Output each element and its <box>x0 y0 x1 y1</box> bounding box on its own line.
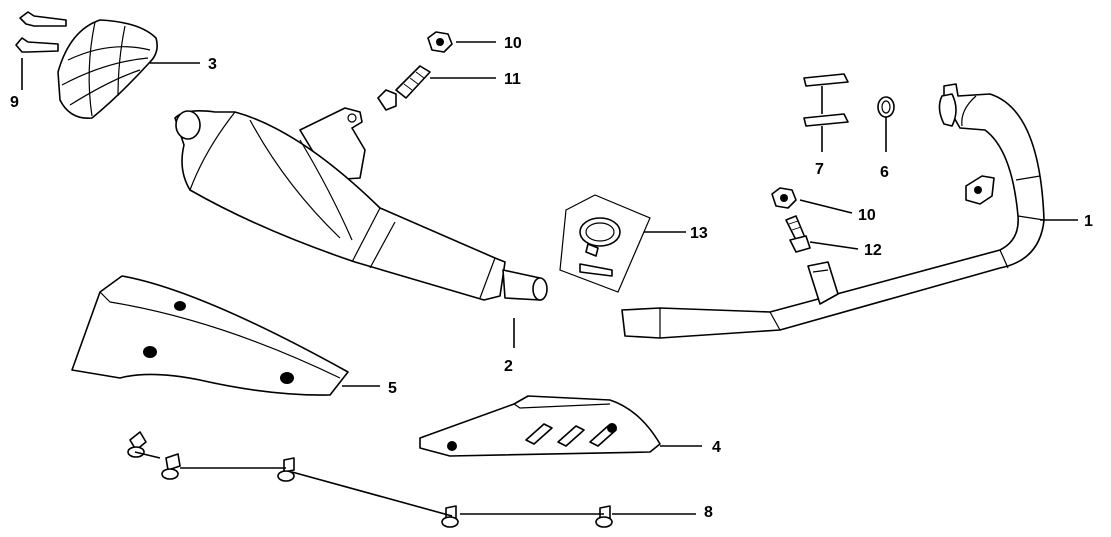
callout-3: 3 <box>208 56 217 73</box>
part-5-muffler-heat-shield <box>71 275 349 396</box>
callout-1: 1 <box>1084 213 1093 230</box>
leader-lines <box>21 41 1078 517</box>
part-7-studs <box>803 73 849 127</box>
callout-5: 5 <box>388 380 397 397</box>
part-6-gasket <box>877 96 895 118</box>
callout-8: 8 <box>704 504 713 521</box>
part-11-bolt <box>377 65 431 111</box>
part-9-pins <box>15 11 67 53</box>
part-2-muffler <box>174 107 548 301</box>
part-13-clamp-kit <box>559 194 651 293</box>
part-3-end-cap-cover <box>57 19 158 119</box>
callout-4: 4 <box>712 439 721 456</box>
part-1-exhaust-pipe <box>621 83 1045 339</box>
part-10-nut-top <box>427 31 453 53</box>
callout-2: 2 <box>504 358 513 375</box>
callout-13: 13 <box>690 225 708 242</box>
callout-10-top: 10 <box>504 35 522 52</box>
part-12-bolt <box>785 215 811 253</box>
callout-labels: 9 3 10 11 2 5 4 8 13 7 6 10 12 1 <box>10 35 1093 521</box>
part-4-pipe-heat-shield <box>419 395 661 457</box>
callout-10-right: 10 <box>858 207 876 224</box>
part-10-nut-right <box>771 187 797 209</box>
callout-7: 7 <box>815 161 824 178</box>
callout-12: 12 <box>864 242 882 259</box>
callout-6: 6 <box>880 164 889 181</box>
callout-9: 9 <box>10 94 19 111</box>
callout-11: 11 <box>504 71 521 88</box>
